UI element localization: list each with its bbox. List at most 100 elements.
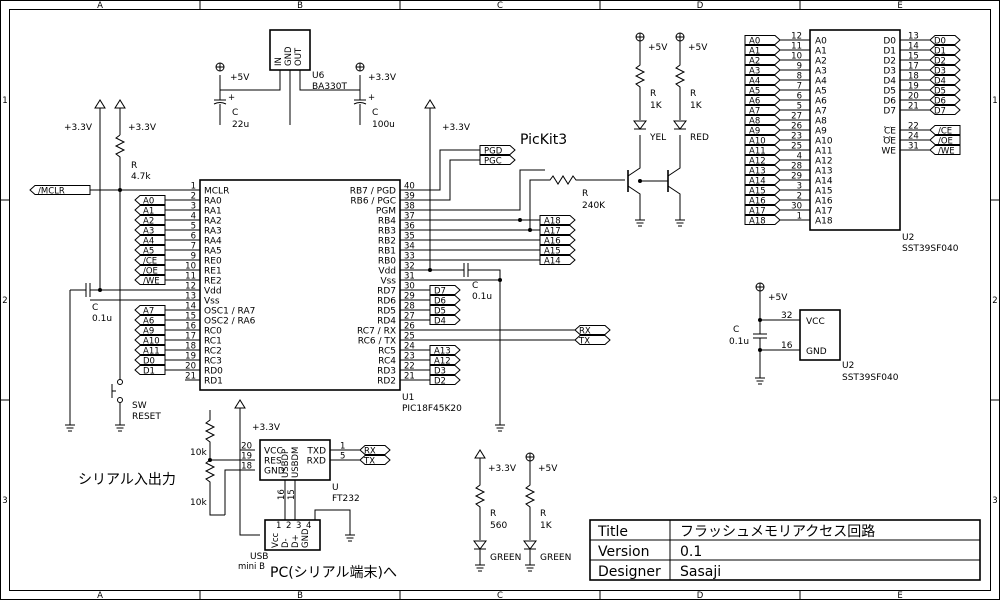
mcu-pin-num: 40 [404, 182, 415, 192]
mcu-body [199, 179, 401, 391]
ft232-part: FT232 [332, 494, 360, 504]
mcu-pin-num: 38 [404, 202, 415, 212]
svg-text:+5V: +5V [768, 293, 788, 303]
svg-text:+5V: +5V [230, 73, 250, 83]
flash-data-D6-tag [929, 95, 961, 105]
pickit-r-value: 240K [582, 201, 606, 211]
mcu-pin-num: 29 [404, 292, 415, 302]
mcu-net-A3-tag [134, 225, 166, 235]
flash-pin-num: 25 [791, 142, 802, 152]
flash-pin-num: 13 [908, 32, 919, 42]
flash-pin-num: 8 [797, 72, 802, 82]
flash-addr-A17: A17 [749, 207, 766, 217]
mcu-pin-name: RD2 [377, 377, 396, 387]
pickit-net-PGD: PGD [484, 147, 503, 157]
mcu-net-A5-tag [134, 245, 166, 255]
flash-addr-A4-tag [744, 75, 781, 85]
frame-row-right-3: 3 [992, 496, 997, 506]
serial-r2-value: 10k [190, 498, 207, 508]
flash-ref: U2 [902, 233, 914, 243]
mcu-net-A7: A7 [143, 307, 154, 317]
mcu-net-nCE-tag [134, 255, 166, 265]
mcu-pin-name: RB1 [378, 247, 396, 257]
transistor-q2 [640, 135, 681, 220]
mcu-net-A2: A2 [143, 217, 154, 227]
mcu-pin-name: MCLR [204, 187, 229, 197]
ft232-bottom-pin-num: 16 [277, 489, 287, 500]
flash-addr-A18: A18 [749, 217, 766, 227]
flash-ctrl-OE-tag [929, 135, 961, 145]
flash-pin-name: CE [884, 127, 896, 137]
flash-pin-num: 23 [791, 132, 802, 142]
mcu-pin-num: 3 [191, 202, 196, 212]
flash-power-ref: U2 [842, 361, 854, 371]
ft232-pin-name: RES [264, 457, 282, 467]
mcu-net-D3-tag [429, 365, 461, 375]
mcu-pin-name: RE2 [204, 277, 222, 287]
mcu-cap-left-value: 0.1u [92, 314, 112, 324]
mcu-net-A15-tag [539, 245, 576, 255]
serial-title: シリアル入出力 [78, 472, 176, 488]
flash-pin-name: A10 [815, 137, 833, 147]
mcu-pin-num: 31 [404, 272, 415, 282]
flash-pin-name: A17 [815, 207, 833, 217]
mcu-pin-name: Vss [204, 297, 220, 307]
mcu-net-D0: D0 [143, 357, 155, 367]
mcu-net-A10-tag [134, 335, 166, 345]
regulator-in-rail: +5V [215, 62, 250, 83]
svg-text:+5V: +5V [648, 43, 668, 53]
flash-ctrl-OE: /OE [938, 137, 953, 147]
mcu-net-D7-tag [429, 285, 461, 295]
mcu-pin-num: 26 [404, 322, 415, 332]
mcu-net-A6-tag [134, 315, 166, 325]
mcu-net-A17-tag [539, 225, 576, 235]
flash-pin-name: A7 [815, 107, 827, 117]
svg-text:1K: 1K [540, 521, 553, 531]
flash-pin-num: 7 [797, 82, 802, 92]
mcu-net-A1: A1 [143, 207, 154, 217]
flash-addr-A0: A0 [749, 37, 760, 47]
mcu-pin-num: 18 [185, 342, 196, 352]
mcu-net-D0-tag [134, 355, 166, 365]
flash-addr-A16: A16 [749, 197, 766, 207]
title-block-key: Version [598, 544, 649, 560]
flash-data-D7-tag [929, 105, 961, 115]
mcu-net-D6-tag [429, 295, 461, 305]
flash-pin-num: 6 [797, 92, 802, 102]
gnd-usb [345, 534, 355, 542]
flash-addr-A7: A7 [749, 107, 760, 117]
mcu-pin-num: 7 [191, 242, 196, 252]
frame-row-left-3: 3 [2, 496, 7, 506]
title-block-value: フラッシュメモリアクセス回路 [680, 524, 875, 540]
svg-text:+: + [228, 93, 235, 103]
mcu-pin-num: 11 [185, 272, 196, 282]
mcu-pin-name: RB0 [378, 257, 396, 267]
flash-power-vcc: VCC [806, 317, 825, 327]
flash-addr-A3-tag [744, 65, 781, 75]
mcu-pin-num: 14 [185, 302, 196, 312]
flash-ctrl-WE-tag [929, 145, 961, 155]
flash-pin-num: 11 [791, 42, 802, 52]
gnd-reset-sw [115, 424, 125, 432]
flash-power-rail: +5V [755, 282, 788, 303]
ft232-pin-num: 1 [340, 442, 345, 452]
usb-pin-num: 1 [276, 521, 281, 531]
pickit-resistor [529, 175, 625, 230]
regulator-pin-out: OUT [294, 47, 304, 66]
flash-pin-num: 27 [791, 112, 802, 122]
mcu-net-nOE: /OE [143, 267, 158, 277]
mcu-net-A4: A4 [143, 237, 154, 247]
inner-border [9, 9, 991, 591]
title-block-value: 0.1 [680, 544, 702, 560]
serial-wires [239, 449, 360, 536]
usb-pin-num: 4 [306, 521, 311, 531]
frame-col-top-D: D [697, 1, 704, 11]
flash-pin-name: A11 [815, 147, 833, 157]
reset-r-ref: R [131, 161, 137, 171]
frame-col-bottom-B: B [297, 591, 303, 600]
transistor-q1 [627, 135, 641, 220]
mcu-net-A0-tag [134, 195, 166, 205]
reset-rail-left: +3.3V [64, 99, 106, 290]
pickit-r-ref: R [582, 189, 588, 199]
